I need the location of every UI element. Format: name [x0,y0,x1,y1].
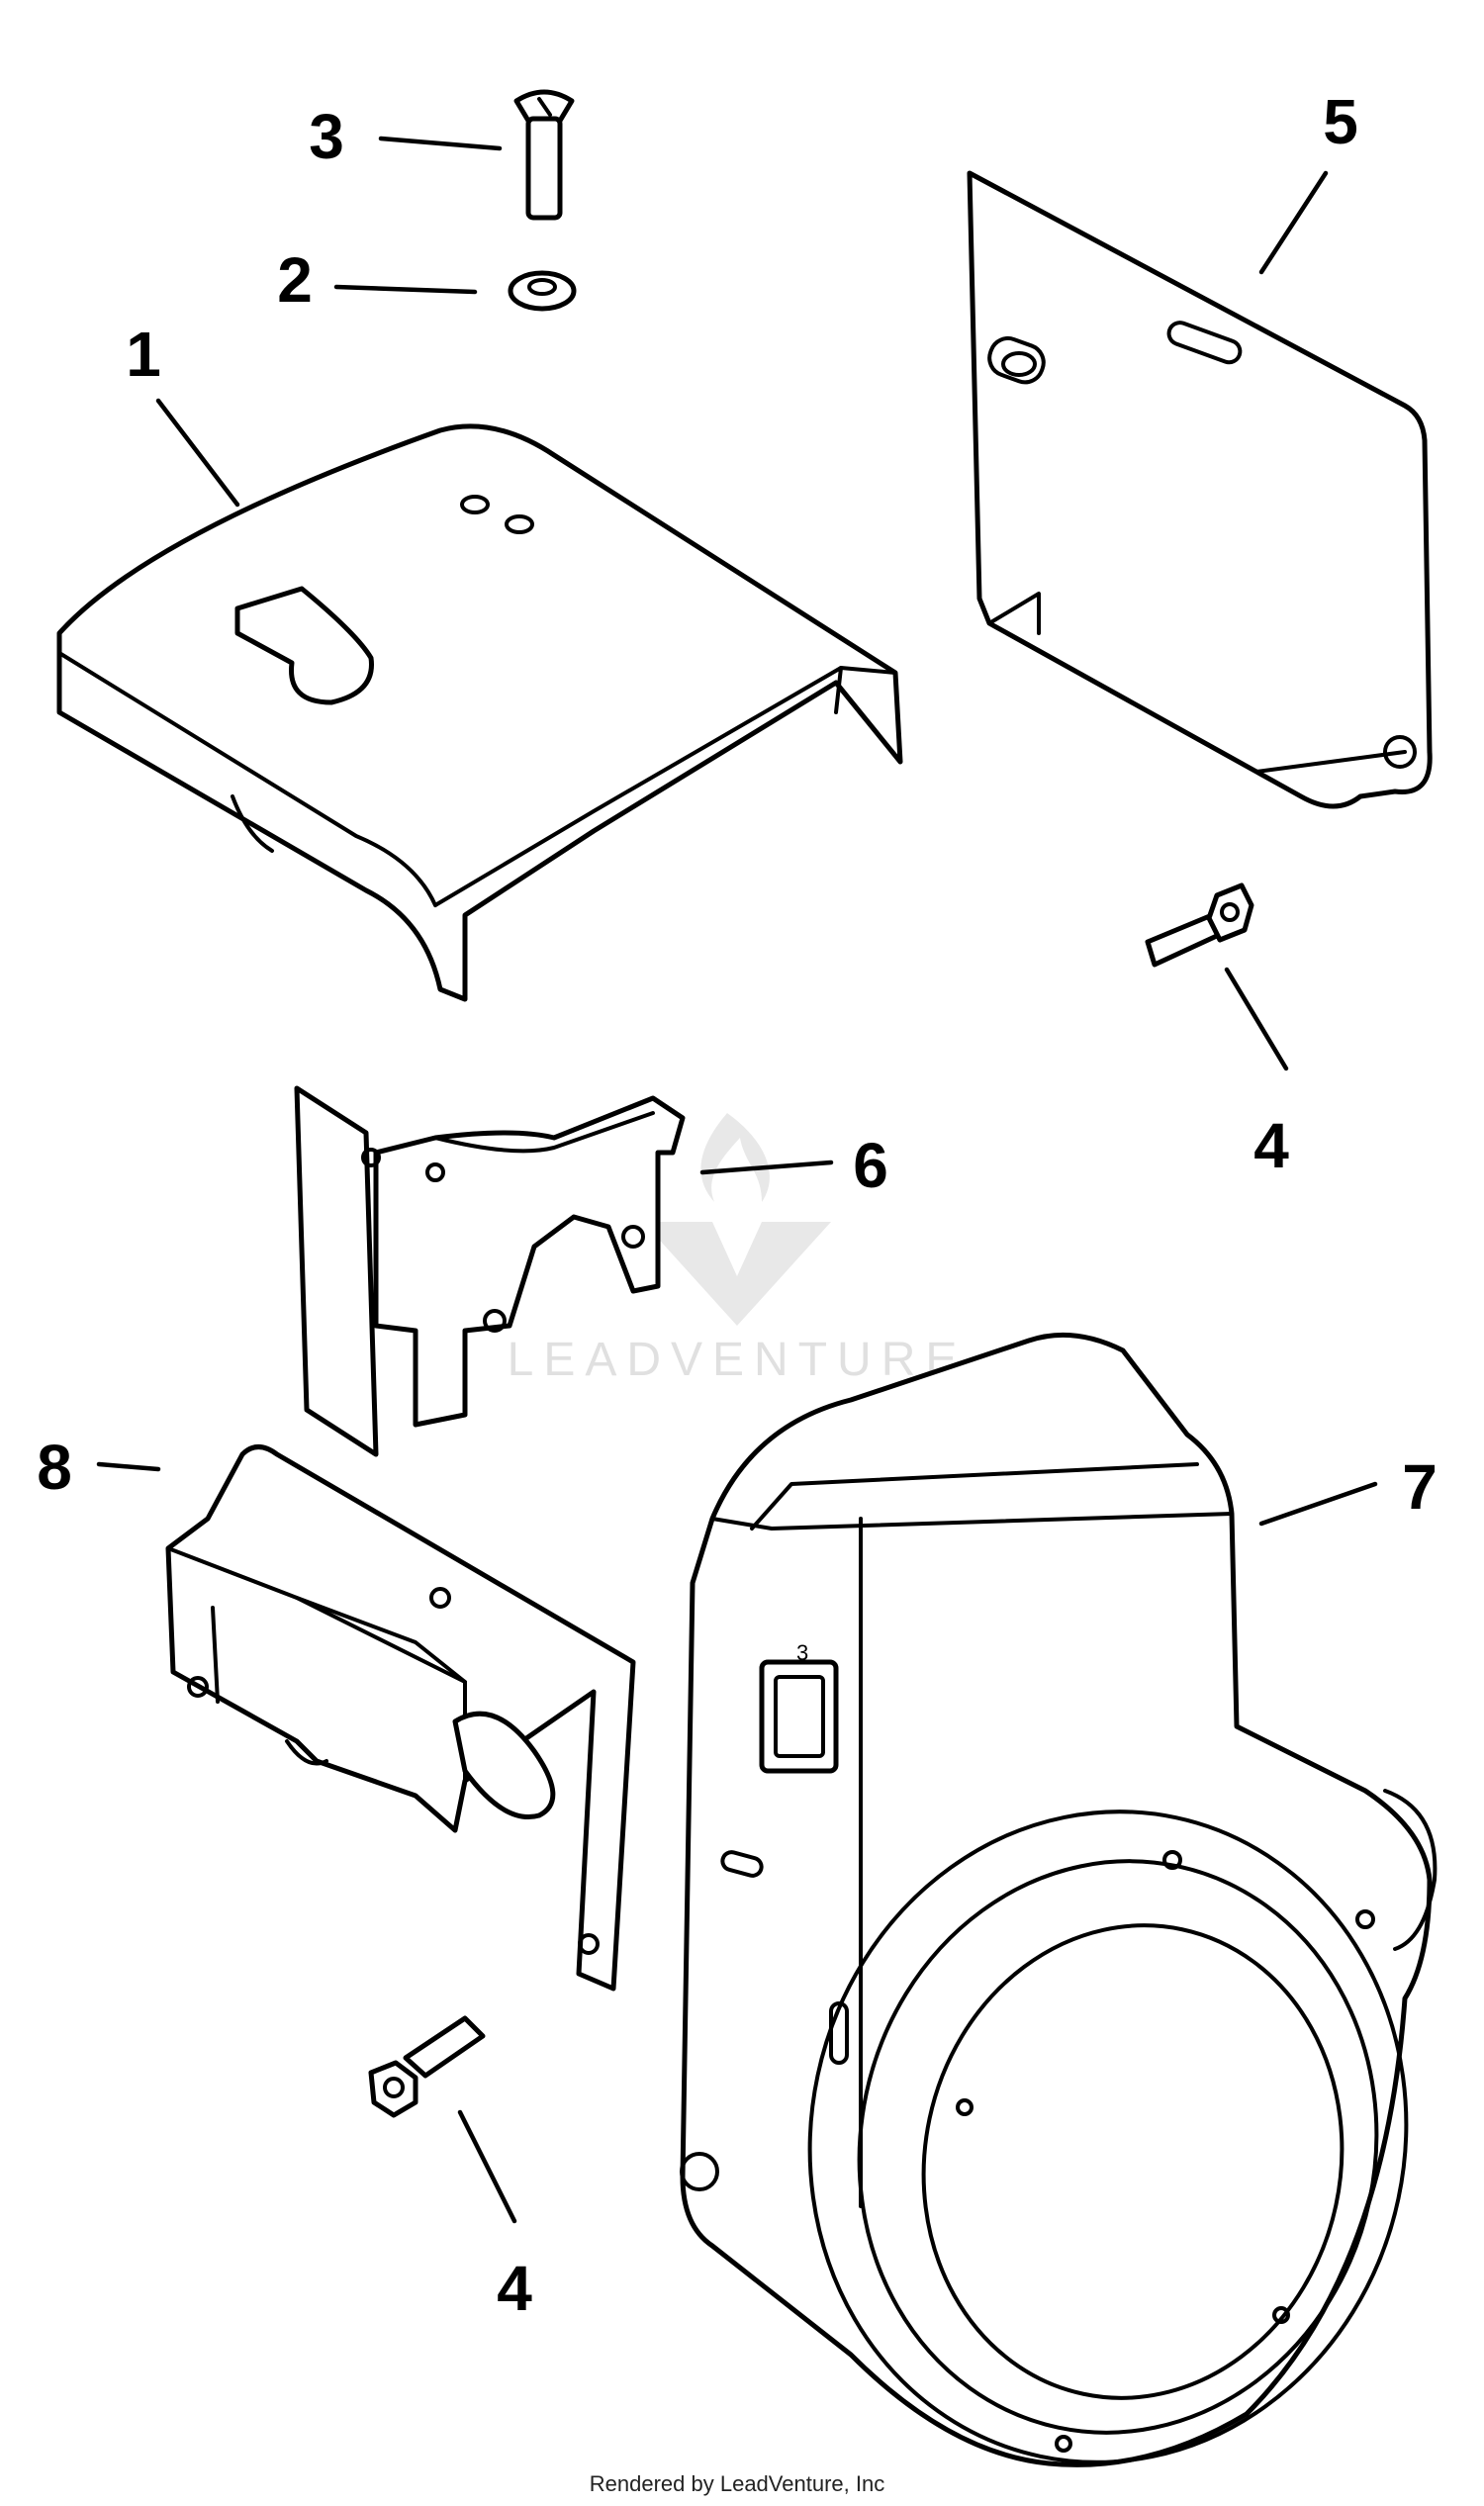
callout-numbers: 3 2 1 5 4 6 8 7 4 [37,86,1438,2324]
part-5-side-plate [967,170,1433,809]
watermark: LEADVENTURE [508,1113,968,1386]
part-2-washer [508,270,577,312]
part-7-blower-housing: 3 [680,1332,1438,2467]
watermark-text: LEADVENTURE [508,1334,968,1386]
part-1-top-cover [56,423,903,1002]
callout-3: 3 [309,101,344,172]
watermark-logo-icon [643,1113,831,1326]
leader-7 [1258,1481,1378,1527]
leader-5 [1258,170,1329,275]
callout-7: 7 [1402,1451,1438,1523]
footer-credit: Rendered by LeadVenture, Inc [590,2471,884,2496]
part-6-baffle [294,1085,686,1457]
callout-6: 6 [853,1130,888,1201]
callout-5: 5 [1323,86,1358,157]
leader-6 [699,1160,834,1175]
leader-lines [96,136,1378,2224]
part-4-bolt-upper [1145,882,1254,968]
callout-4-upper: 4 [1253,1110,1289,1181]
part-4-bolt-lower [368,2015,486,2118]
callout-2: 2 [277,244,313,316]
leader-2 [333,284,478,295]
part-3-screw [513,89,575,221]
leader-3 [378,136,503,151]
leader-1 [155,398,240,508]
part-8-bracket [165,1444,636,1992]
leader-4-lower [457,2109,517,2224]
leader-8 [96,1461,161,1472]
callout-1: 1 [126,319,161,390]
mark-3: 3 [796,1640,808,1665]
callout-4-lower: 4 [497,2253,532,2324]
callout-8: 8 [37,1432,72,1503]
leader-4-upper [1224,967,1289,1071]
